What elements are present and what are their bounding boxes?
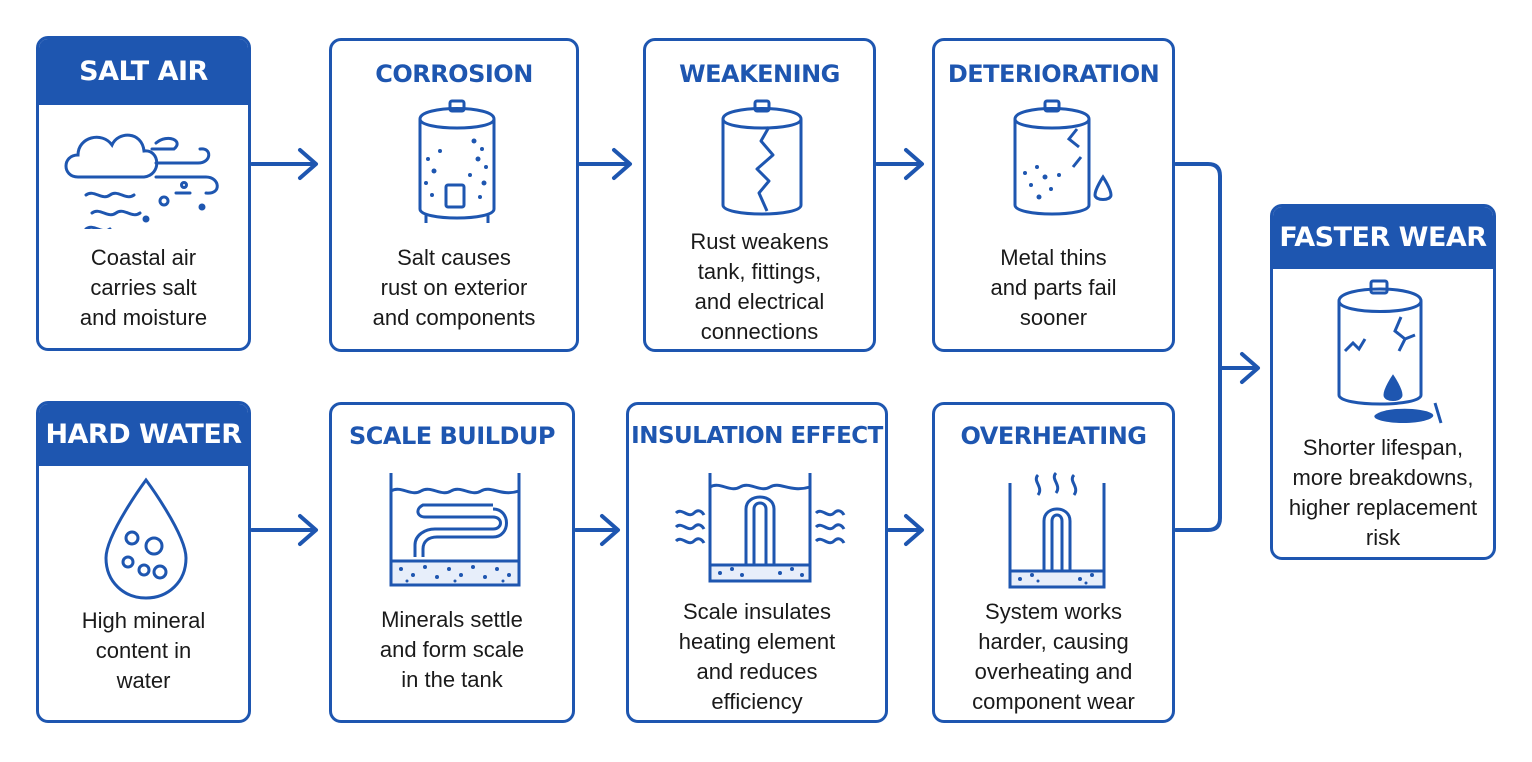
insulated-element-icon	[674, 473, 846, 583]
card-title: SALT AIR	[39, 39, 248, 105]
arrow-salt-air-to-corrosion	[250, 148, 318, 180]
rusted-tank-icon	[418, 99, 496, 223]
card-overheating: OVERHEATING System works harder, causing…	[932, 402, 1175, 723]
card-description: Coastal air carries salt and moisture	[79, 245, 208, 330]
card-description: Metal thins and parts fail sooner	[990, 245, 1117, 330]
card-salt-air: SALT AIR Coastal air carries salt and mo…	[36, 36, 251, 351]
card-title: CORROSION	[375, 60, 533, 88]
water-drop-minerals-icon	[104, 477, 188, 600]
card-description: Rust weakens tank, fittings, and electri…	[690, 229, 829, 344]
card-title: FASTER WEAR	[1273, 207, 1493, 269]
overheating-element-icon	[1008, 471, 1106, 589]
card-title: SCALE BUILDUP	[348, 422, 556, 450]
card-deterioration: DETERIORATION Metal thins and parts fail…	[932, 38, 1175, 352]
cracked-tank-icon	[721, 99, 803, 216]
broken-leaking-tank-icon	[1337, 279, 1443, 424]
merge-connector-to-faster-wear	[1174, 162, 1260, 532]
card-description: Minerals settle and form scale in the ta…	[379, 607, 525, 692]
card-title: HARD WATER	[39, 404, 248, 466]
arrow-weakening-to-deterioration	[875, 148, 924, 180]
arrow-scale-to-insulation	[574, 514, 620, 546]
card-corrosion: CORROSION Salt causes rust on exterior a…	[329, 38, 579, 352]
leaking-tank-icon	[1013, 99, 1113, 216]
cloud-wind-icon	[64, 133, 219, 229]
card-description: Scale insulates heating element and redu…	[678, 599, 836, 714]
card-hard-water: HARD WATER High mineral content in water	[36, 401, 251, 723]
card-faster-wear: FASTER WEAR Shorter lifespan, more break…	[1270, 204, 1496, 560]
arrow-corrosion-to-weakening	[578, 148, 632, 180]
arrow-insulation-to-overheating	[887, 514, 924, 546]
card-scale-buildup: SCALE BUILDUP Minerals settle and form s…	[329, 402, 575, 723]
arrow-hard-water-to-scale	[250, 514, 318, 546]
card-description: Salt causes rust on exterior and compone…	[372, 245, 536, 330]
card-title: WEAKENING	[679, 60, 840, 88]
card-description: High mineral content in water	[81, 608, 206, 693]
scale-tank-icon	[389, 473, 521, 587]
card-title: OVERHEATING	[960, 422, 1147, 450]
card-title: INSULATION EFFECT	[631, 423, 883, 449]
card-title: DETERIORATION	[947, 60, 1160, 88]
card-description: System works harder, causing overheating…	[972, 599, 1135, 714]
card-description: Shorter lifespan, more breakdowns, highe…	[1288, 435, 1478, 550]
card-insulation-effect: INSULATION EFFECT Scale insulates heatin…	[626, 402, 888, 723]
card-weakening: WEAKENING Rust weakens tank, fittings, a…	[643, 38, 876, 352]
